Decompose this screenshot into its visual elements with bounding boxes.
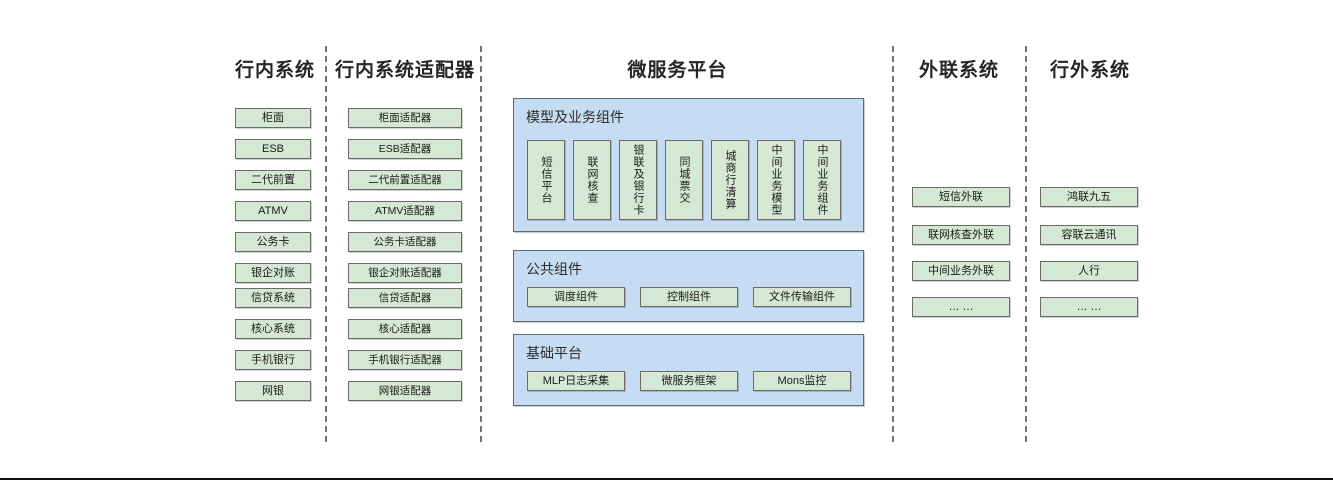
node-in-bank-adapter[interactable]: 公务卡适配器 xyxy=(348,232,462,252)
node-public-component[interactable]: 调度组件 xyxy=(527,287,625,307)
node-business-component[interactable]: 中间业务组件 xyxy=(803,140,841,220)
node-base-platform-component[interactable]: 微服务框架 xyxy=(640,371,738,391)
node-business-component[interactable]: 中间业务模型 xyxy=(757,140,795,220)
node-in-bank-system[interactable]: 信贷系统 xyxy=(235,288,311,308)
node-in-bank-adapter[interactable]: ESB适配器 xyxy=(348,139,462,159)
column-divider-4 xyxy=(1025,46,1027,442)
node-out-of-bank-system[interactable]: 容联云通讯 xyxy=(1040,225,1138,245)
node-in-bank-system[interactable]: 核心系统 xyxy=(235,319,311,339)
panel-title-public-components: 公共组件 xyxy=(526,261,582,277)
column-title-in-bank-systems: 行内系统 xyxy=(234,60,315,81)
node-in-bank-system[interactable]: 柜面 xyxy=(235,108,311,128)
node-public-component[interactable]: 控制组件 xyxy=(640,287,738,307)
node-out-of-bank-system[interactable]: … … xyxy=(1040,297,1138,317)
node-in-bank-adapter[interactable]: 核心适配器 xyxy=(348,319,462,339)
column-title-microservice-platform: 微服务平台 xyxy=(627,60,728,81)
node-business-component-label: 城商行清算 xyxy=(724,150,737,210)
column-divider-3 xyxy=(892,46,894,442)
node-in-bank-adapter[interactable]: 银企对账适配器 xyxy=(348,263,462,283)
node-in-bank-system[interactable]: ESB xyxy=(235,139,311,159)
panel-base-platform: 基础平台 xyxy=(513,334,864,406)
column-title-out-of-bank-systems: 行外系统 xyxy=(1049,60,1130,81)
node-in-bank-adapter[interactable]: 网银适配器 xyxy=(348,381,462,401)
node-in-bank-system[interactable]: 公务卡 xyxy=(235,232,311,252)
panel-public-components: 公共组件 xyxy=(513,250,864,322)
column-title-in-bank-adapters: 行内系统适配器 xyxy=(334,60,475,81)
node-external-link-system[interactable]: 中间业务外联 xyxy=(912,261,1010,281)
node-in-bank-system[interactable]: ATMV xyxy=(235,201,311,221)
column-divider-2 xyxy=(480,46,482,442)
node-in-bank-adapter[interactable]: 二代前置适配器 xyxy=(348,170,462,190)
node-business-component-label: 银联及银行卡 xyxy=(632,144,645,216)
node-in-bank-adapter[interactable]: 柜面适配器 xyxy=(348,108,462,128)
column-divider-1 xyxy=(325,46,327,442)
node-business-component-label: 中间业务组件 xyxy=(816,144,829,216)
panel-title-model-and-business-components: 模型及业务组件 xyxy=(526,109,624,125)
node-business-component-label: 同城票交 xyxy=(678,156,691,204)
bottom-rule xyxy=(0,478,1333,480)
node-in-bank-system[interactable]: 二代前置 xyxy=(235,170,311,190)
node-business-component[interactable]: 短信平台 xyxy=(527,140,565,220)
node-out-of-bank-system[interactable]: 鸿联九五 xyxy=(1040,187,1138,207)
node-external-link-system[interactable]: … … xyxy=(912,297,1010,317)
node-base-platform-component[interactable]: Mons监控 xyxy=(753,371,851,391)
column-title-external-link-systems: 外联系统 xyxy=(918,60,999,81)
node-business-component-label: 联网核查 xyxy=(586,156,599,204)
panel-title-base-platform: 基础平台 xyxy=(526,345,582,361)
node-in-bank-adapter[interactable]: 信贷适配器 xyxy=(348,288,462,308)
node-business-component-label: 中间业务模型 xyxy=(770,144,783,216)
node-business-component-label: 短信平台 xyxy=(540,156,553,204)
node-business-component[interactable]: 同城票交 xyxy=(665,140,703,220)
node-out-of-bank-system[interactable]: 人行 xyxy=(1040,261,1138,281)
node-base-platform-component[interactable]: MLP日志采集 xyxy=(527,371,625,391)
node-business-component[interactable]: 城商行清算 xyxy=(711,140,749,220)
node-external-link-system[interactable]: 联网核查外联 xyxy=(912,225,1010,245)
node-in-bank-adapter[interactable]: 手机银行适配器 xyxy=(348,350,462,370)
node-public-component[interactable]: 文件传输组件 xyxy=(753,287,851,307)
node-in-bank-system[interactable]: 手机银行 xyxy=(235,350,311,370)
node-external-link-system[interactable]: 短信外联 xyxy=(912,187,1010,207)
node-business-component[interactable]: 银联及银行卡 xyxy=(619,140,657,220)
node-in-bank-adapter[interactable]: ATMV适配器 xyxy=(348,201,462,221)
node-in-bank-system[interactable]: 银企对账 xyxy=(235,263,311,283)
node-in-bank-system[interactable]: 网银 xyxy=(235,381,311,401)
node-business-component[interactable]: 联网核查 xyxy=(573,140,611,220)
